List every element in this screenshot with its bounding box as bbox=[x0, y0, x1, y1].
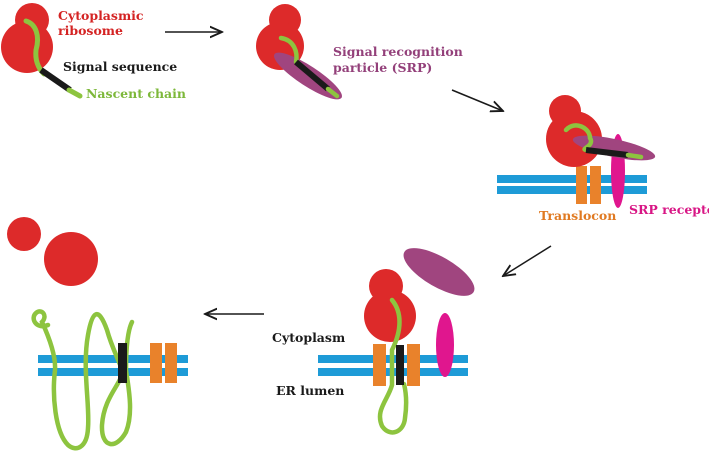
nascent-chain-tail bbox=[325, 86, 340, 99]
signal-sequence bbox=[294, 59, 330, 92]
stage-5 bbox=[7, 217, 188, 451]
srp-label: Signal recognition bbox=[333, 44, 463, 59]
signal-sequence bbox=[118, 343, 127, 383]
signal-sequence-label: Signal sequence bbox=[63, 59, 177, 74]
stage-2 bbox=[256, 4, 342, 100]
ribosome bbox=[1, 3, 53, 73]
signal-sequence bbox=[39, 67, 72, 93]
ribosome-small-subunit bbox=[7, 217, 41, 251]
cytoplasm-label: Cytoplasm bbox=[272, 330, 345, 345]
translocon-right bbox=[407, 344, 420, 386]
arrow-icon bbox=[451, 89, 503, 111]
translocon-left bbox=[150, 343, 162, 383]
cytoplasmic-ribosome-label-line2: ribosome bbox=[58, 23, 123, 38]
srp-receptor bbox=[436, 313, 454, 377]
stage-4 bbox=[318, 248, 475, 435]
er-lumen-label: ER lumen bbox=[276, 383, 344, 398]
translocon-right bbox=[590, 166, 601, 204]
er-membrane-top bbox=[497, 175, 647, 183]
nascent-chain-label: Nascent chain bbox=[86, 86, 186, 101]
nascent-chain bbox=[278, 35, 299, 65]
translocon-left bbox=[576, 166, 587, 204]
translocon-label: Translocon bbox=[539, 208, 616, 223]
mature-protein-chain bbox=[31, 309, 135, 451]
nascent-chain-tail bbox=[66, 87, 83, 99]
er-membrane-top bbox=[38, 355, 188, 363]
srp-label-line2: particle (SRP) bbox=[333, 60, 432, 75]
ribosome-large-subunit bbox=[44, 232, 98, 286]
nascent-chain bbox=[377, 297, 409, 435]
nascent-chain bbox=[563, 123, 594, 153]
nascent-chain bbox=[23, 18, 47, 77]
ribosome bbox=[364, 269, 416, 342]
signal-sequence bbox=[585, 147, 629, 158]
er-membrane-bottom bbox=[38, 368, 188, 376]
srp-receptor-label: SRP receptor bbox=[629, 202, 709, 217]
stage-1 bbox=[1, 3, 83, 99]
cytoplasmic-ribosome-label: Cytoplasmic bbox=[58, 8, 144, 23]
ribosome bbox=[546, 95, 602, 167]
translocon-right bbox=[165, 343, 177, 383]
signal-sequence bbox=[396, 345, 404, 385]
translocon-left bbox=[373, 344, 386, 386]
arrow-icon bbox=[503, 245, 552, 276]
er-membrane-bottom bbox=[497, 186, 647, 194]
srp-particle-released bbox=[403, 248, 475, 296]
stage-3 bbox=[497, 95, 656, 208]
nascent-chain-tail bbox=[625, 152, 644, 160]
